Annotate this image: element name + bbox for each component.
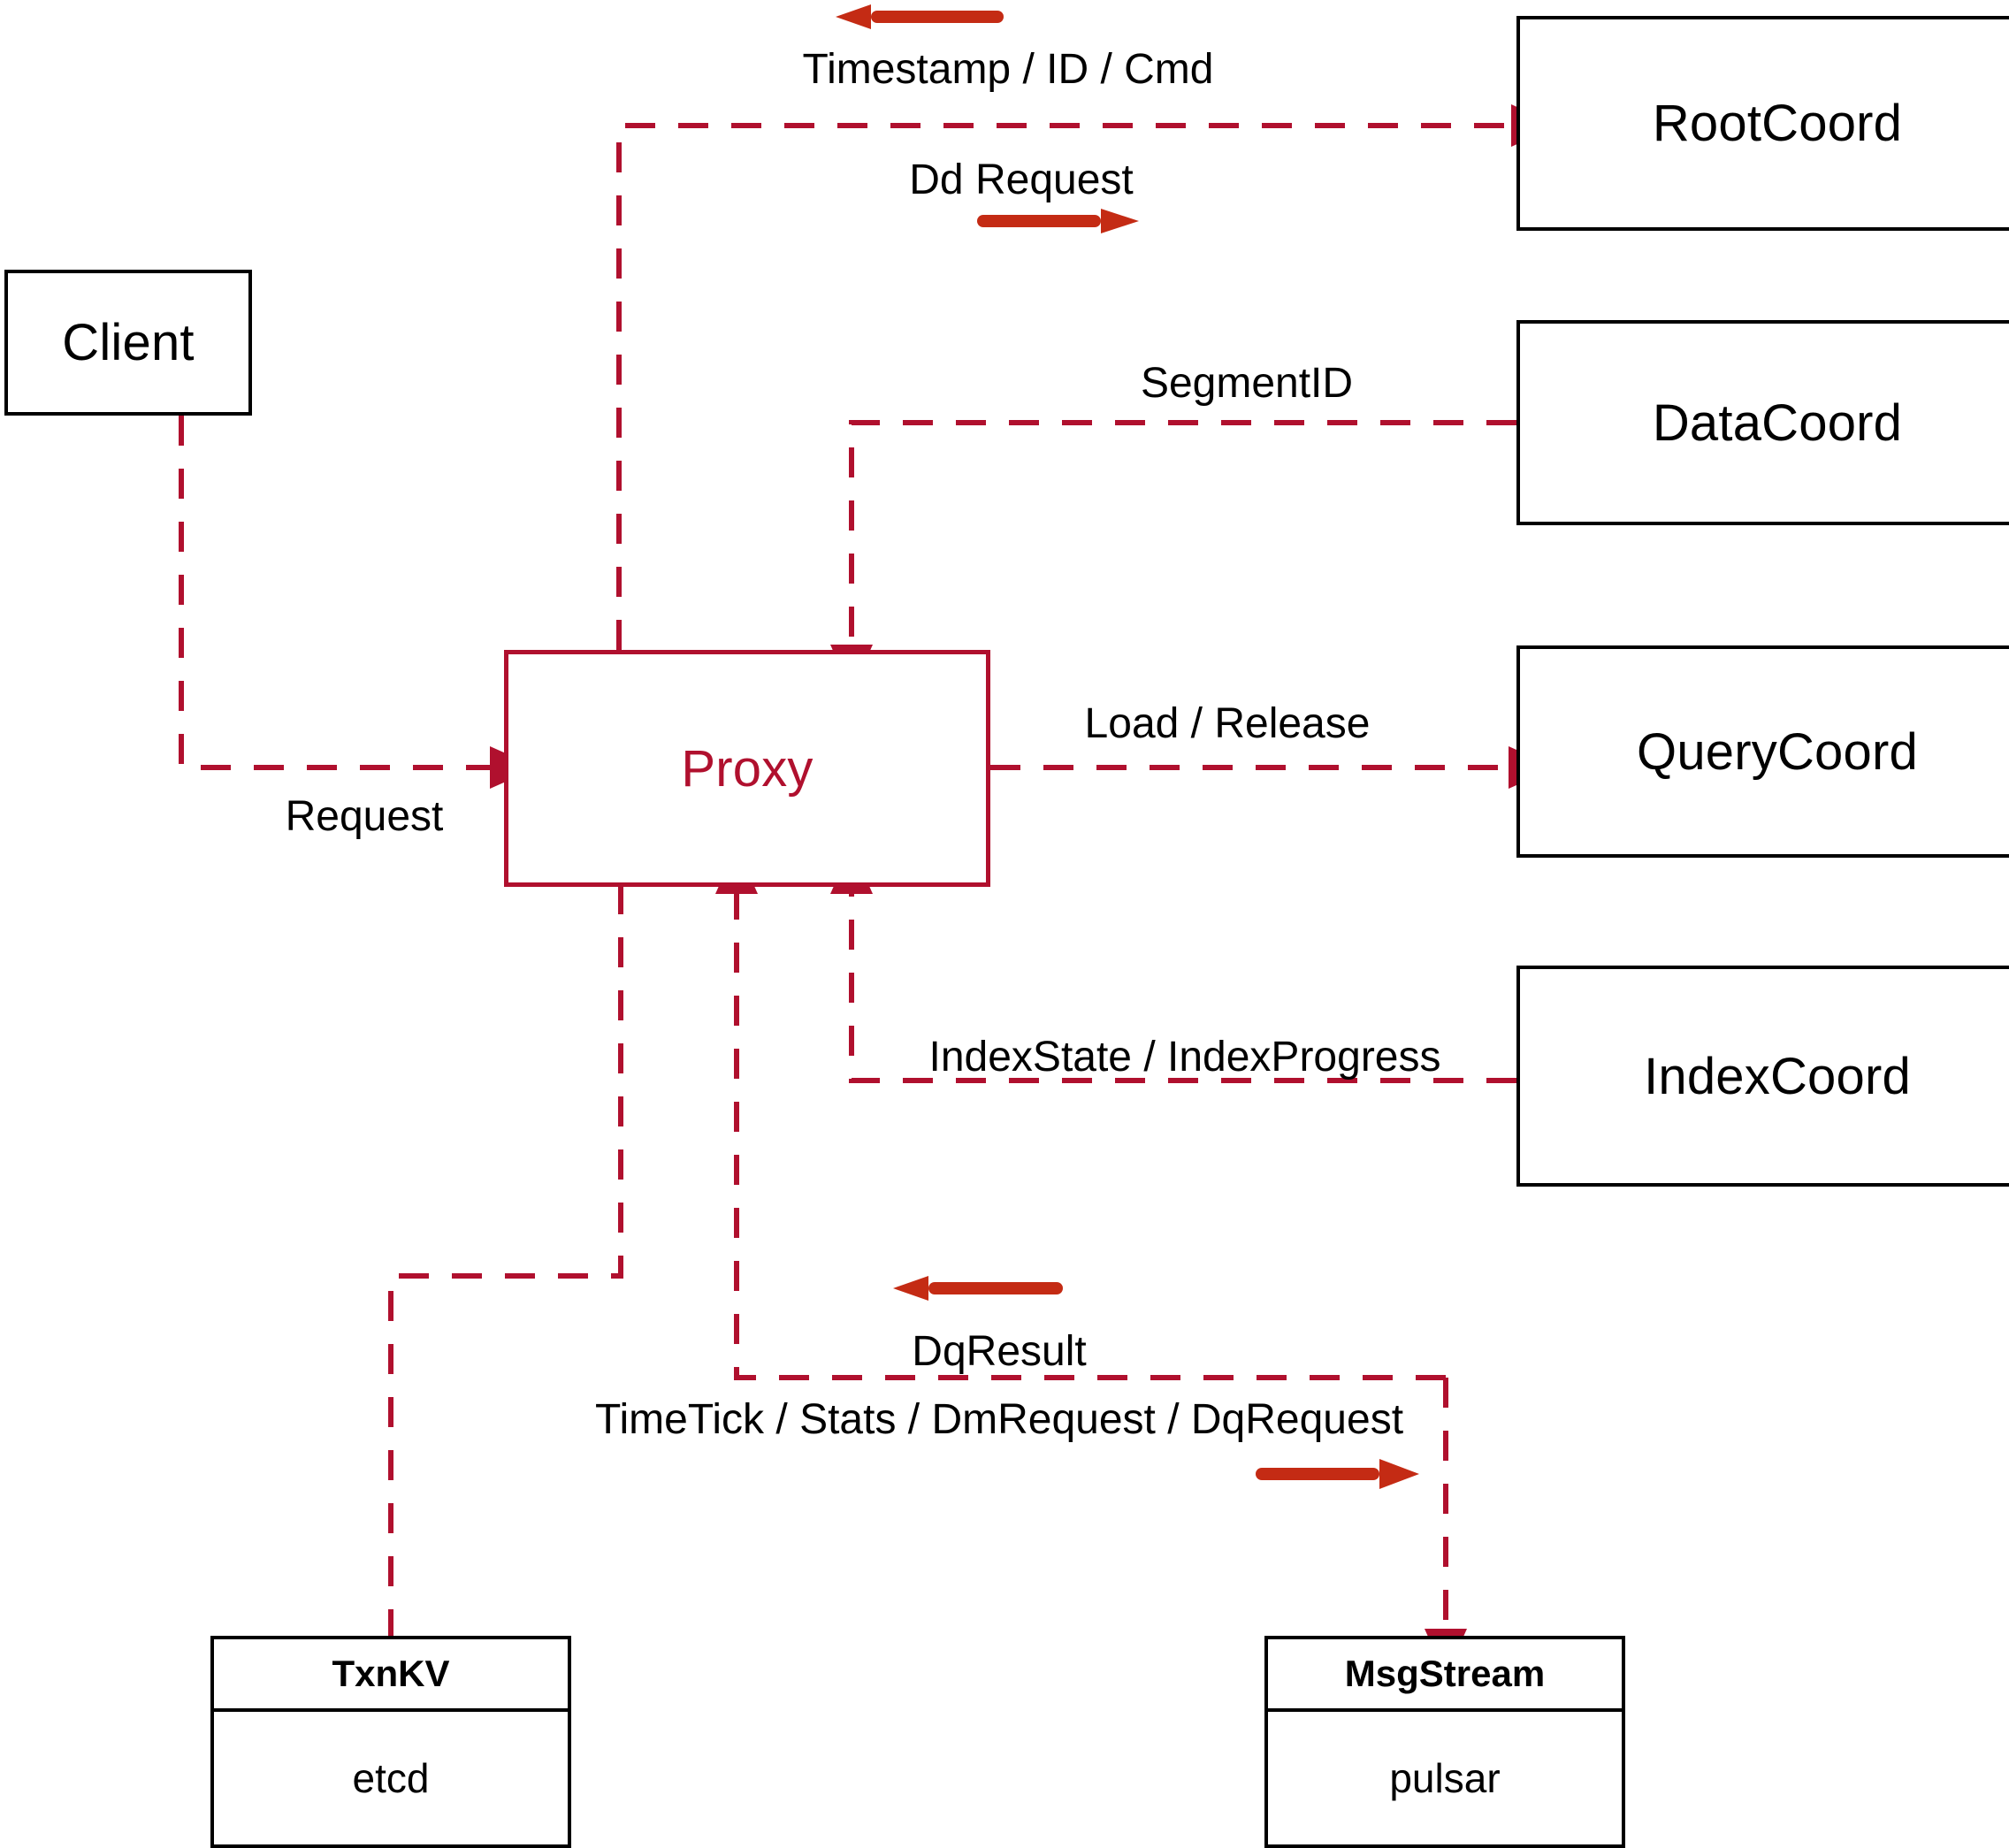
edge-label-timestamp-id-cmd: Timestamp / ID / Cmd	[802, 46, 1214, 93]
edge-label-segment-id: SegmentID	[1140, 360, 1354, 407]
edge-label-timetick-stats: TimeTick / Stats / DmRequest / DqRequest	[594, 1396, 1404, 1443]
edge-label-request: Request	[285, 793, 444, 840]
arrow-right-timetick	[1256, 1459, 1419, 1489]
node-client[interactable]: Client	[4, 270, 252, 416]
node-rootcoord-label: RootCoord	[1652, 95, 1903, 152]
node-rootcoord[interactable]: RootCoord	[1516, 16, 2009, 231]
node-datacoord-label: DataCoord	[1652, 393, 1903, 452]
edge-label-index-state-progress: IndexState / IndexProgress	[928, 1034, 1441, 1081]
node-txnkv-impl: etcd	[352, 1755, 430, 1801]
node-msgstream[interactable]: MsgStream pulsar	[1264, 1636, 1625, 1848]
edge-client-to-proxy	[179, 416, 538, 789]
edge-datacoord-to-proxy	[830, 420, 1516, 692]
node-proxy[interactable]: Proxy	[504, 650, 990, 887]
arrow-left-dqresult	[893, 1276, 1063, 1301]
node-querycoord-label: QueryCoord	[1637, 722, 1918, 781]
arrow-right-dd-request	[977, 209, 1139, 233]
node-msgstream-title: MsgStream	[1268, 1639, 1622, 1712]
node-txnkv[interactable]: TxnKV etcd	[210, 1636, 571, 1848]
edge-label-dq-result: DqResult	[912, 1328, 1087, 1375]
node-msgstream-impl: pulsar	[1389, 1755, 1501, 1801]
node-client-label: Client	[62, 314, 195, 371]
node-indexcoord-label: IndexCoord	[1644, 1047, 1911, 1105]
edge-label-dd-request: Dd Request	[909, 157, 1134, 203]
arrow-left-timestamp	[836, 4, 1004, 29]
node-querycoord[interactable]: QueryCoord	[1516, 645, 2009, 858]
node-proxy-label: Proxy	[681, 739, 814, 798]
node-txnkv-title: TxnKV	[214, 1639, 568, 1712]
edge-proxy-to-txnkv	[388, 884, 623, 1638]
edge-label-load-release: Load / Release	[1084, 700, 1371, 747]
node-indexcoord[interactable]: IndexCoord	[1516, 966, 2009, 1187]
node-datacoord[interactable]: DataCoord	[1516, 320, 2009, 525]
edge-msgstream-to-proxy	[715, 846, 1446, 1380]
edge-proxy-to-rootcoord	[616, 104, 1559, 650]
